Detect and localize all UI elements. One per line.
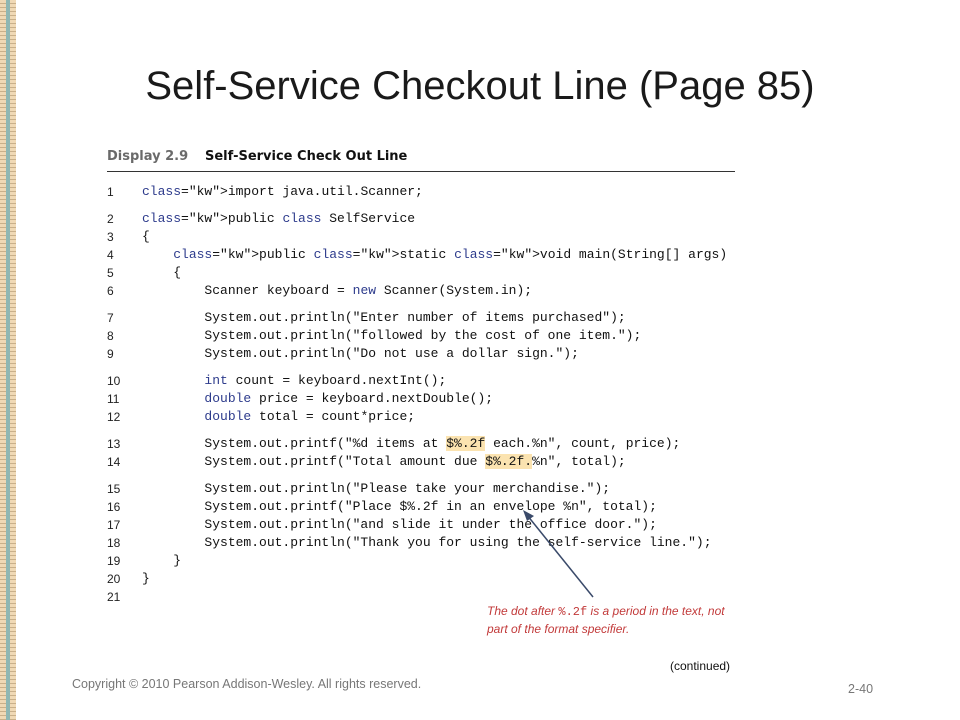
display-header: Display 2.9 Self-Service Check Out Line bbox=[107, 147, 735, 172]
code-text: { bbox=[142, 265, 182, 280]
annotation-suffix: is a period in the text, not part of the… bbox=[487, 604, 725, 636]
code-text: System.out.println("Please take your mer… bbox=[142, 481, 611, 496]
code-text: System.out.println("Thank you for using … bbox=[142, 535, 712, 550]
code-line: 19 } bbox=[107, 552, 747, 570]
code-text: System.out.printf("Place $%.2f in an env… bbox=[142, 499, 657, 514]
code-text: class="kw">public class="kw">static clas… bbox=[173, 247, 728, 262]
code-text: System.out.println("followed by the cost… bbox=[142, 328, 642, 343]
decorative-left-stripe bbox=[6, 0, 10, 720]
code-listing: 1 class="kw">import java.util.Scanner; 2 cl… bbox=[107, 183, 747, 606]
code-line: 21 bbox=[107, 588, 747, 606]
line-number: 9 bbox=[107, 347, 114, 361]
code-line: 11 double price = keyboard.nextDouble(); bbox=[107, 390, 747, 408]
line-number: 19 bbox=[107, 554, 121, 568]
code-line: 5 { bbox=[107, 264, 747, 282]
line-number: 17 bbox=[107, 518, 121, 532]
code-text: class="kw">import java.util.Scanner; bbox=[142, 184, 423, 199]
line-number: 8 bbox=[107, 329, 114, 343]
code-line: 16 System.out.printf("Place $%.2f in an … bbox=[107, 498, 747, 516]
code-text: int count = keyboard.nextInt(); bbox=[204, 373, 447, 388]
continued-label: (continued) bbox=[670, 659, 731, 673]
display-title: Self-Service Check Out Line bbox=[205, 149, 408, 164]
code-line: 9 System.out.println("Do not use a dolla… bbox=[107, 345, 747, 363]
code-line: 3{ bbox=[107, 228, 747, 246]
slide-title: Self-Service Checkout Line (Page 85) bbox=[145, 64, 815, 108]
annotation-code: %.2f bbox=[558, 605, 588, 619]
line-number: 2 bbox=[107, 212, 114, 226]
line-number: 14 bbox=[107, 455, 121, 469]
line-number: 15 bbox=[107, 482, 121, 496]
line-number: 4 bbox=[107, 248, 114, 262]
code-line: 10 int count = keyboard.nextInt(); bbox=[107, 372, 747, 390]
display-number: Display 2.9 bbox=[107, 149, 189, 164]
code-text: Scanner keyboard = new Scanner(System.in… bbox=[142, 283, 533, 298]
line-number: 11 bbox=[107, 392, 120, 406]
code-text: } bbox=[142, 571, 150, 586]
code-text: System.out.println("Enter number of item… bbox=[142, 310, 626, 325]
line-number: 10 bbox=[107, 374, 121, 388]
code-line: 13 System.out.printf("%d items at $%.2f … bbox=[107, 435, 747, 453]
annotation-prefix: The dot after bbox=[487, 604, 559, 618]
code-line: 17 System.out.println("and slide it unde… bbox=[107, 516, 747, 534]
code-line: 4 class="kw">public class="kw">static cl… bbox=[107, 246, 747, 264]
code-line: 7 System.out.println("Enter number of it… bbox=[107, 309, 747, 327]
line-number: 20 bbox=[107, 572, 121, 586]
line-number: 21 bbox=[107, 590, 121, 604]
code-text: System.out.printf("Total amount due $%.2… bbox=[142, 454, 626, 469]
code-line: 15 System.out.println("Please take your … bbox=[107, 480, 747, 498]
code-line: 18 System.out.println("Thank you for usi… bbox=[107, 534, 747, 552]
code-text: double total = count*price; bbox=[204, 409, 416, 424]
code-line: 20} bbox=[107, 570, 747, 588]
code-text: double price = keyboard.nextDouble(); bbox=[204, 391, 494, 406]
code-line: 1 class="kw">import java.util.Scanner; bbox=[107, 183, 747, 201]
copyright-footer: Copyright © 2010 Pearson Addison-Wesley.… bbox=[72, 677, 422, 691]
code-text: class="kw">public class SelfService bbox=[142, 211, 416, 226]
line-number: 7 bbox=[107, 311, 114, 325]
line-number: 6 bbox=[107, 284, 114, 298]
line-number: 16 bbox=[107, 500, 121, 514]
line-number: 3 bbox=[107, 230, 114, 244]
code-text: System.out.println("and slide it under t… bbox=[142, 517, 657, 532]
code-line: 6 Scanner keyboard = new Scanner(System.… bbox=[107, 282, 747, 300]
line-number: 1 bbox=[107, 185, 114, 199]
line-number: 18 bbox=[107, 536, 121, 550]
slide-number: 2-40 bbox=[848, 682, 874, 696]
line-number: 12 bbox=[107, 410, 121, 424]
code-text: } bbox=[142, 553, 182, 568]
code-text: System.out.printf("%d items at $%.2f eac… bbox=[142, 436, 681, 451]
code-line: 8 System.out.println("followed by the co… bbox=[107, 327, 747, 345]
line-number: 5 bbox=[107, 266, 114, 280]
code-line: 12 double total = count*price; bbox=[107, 408, 747, 426]
code-text: { bbox=[142, 229, 150, 244]
code-text: System.out.println("Do not use a dollar … bbox=[142, 346, 579, 361]
code-line: 2 class="kw">public class SelfService bbox=[107, 210, 747, 228]
annotation-note: The dot after %.2f is a period in the te… bbox=[487, 603, 737, 638]
code-line: 14 System.out.printf("Total amount due $… bbox=[107, 453, 747, 471]
line-number: 13 bbox=[107, 437, 121, 451]
